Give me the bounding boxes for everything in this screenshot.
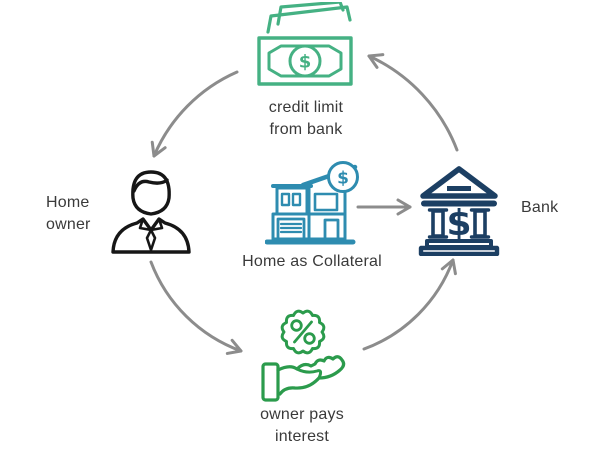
arrow-credit-to-owner xyxy=(150,70,239,158)
hand-percent-icon xyxy=(261,309,346,402)
arrow-interest-to-bank xyxy=(362,258,457,351)
bank-building-icon: $ xyxy=(418,166,500,256)
node-credit-limit: $ xyxy=(254,2,358,94)
dollar-sign: $ xyxy=(446,203,471,244)
percent-slash xyxy=(293,320,313,344)
label-owner-pays-interest: owner pays interest xyxy=(260,406,344,445)
label-credit-limit: credit limit from bank xyxy=(268,99,344,138)
house-dollar-icon: $ xyxy=(265,161,359,245)
person-icon xyxy=(111,170,191,254)
dollar-sign: $ xyxy=(337,169,349,189)
percent-badge xyxy=(280,309,326,355)
dollar-sign: $ xyxy=(299,52,312,73)
label-home-as-collateral: Home as Collateral xyxy=(242,253,382,270)
arrow-owner-to-interest xyxy=(149,260,243,355)
money-bills-icon: $ xyxy=(257,2,353,86)
label-home-owner: Home owner xyxy=(46,194,91,233)
node-owner-pays-interest xyxy=(257,308,347,402)
node-home-owner xyxy=(109,164,193,256)
label-bank: Bank xyxy=(521,199,559,216)
node-home-as-collateral: $ xyxy=(265,158,359,246)
node-bank: $ xyxy=(417,162,501,256)
